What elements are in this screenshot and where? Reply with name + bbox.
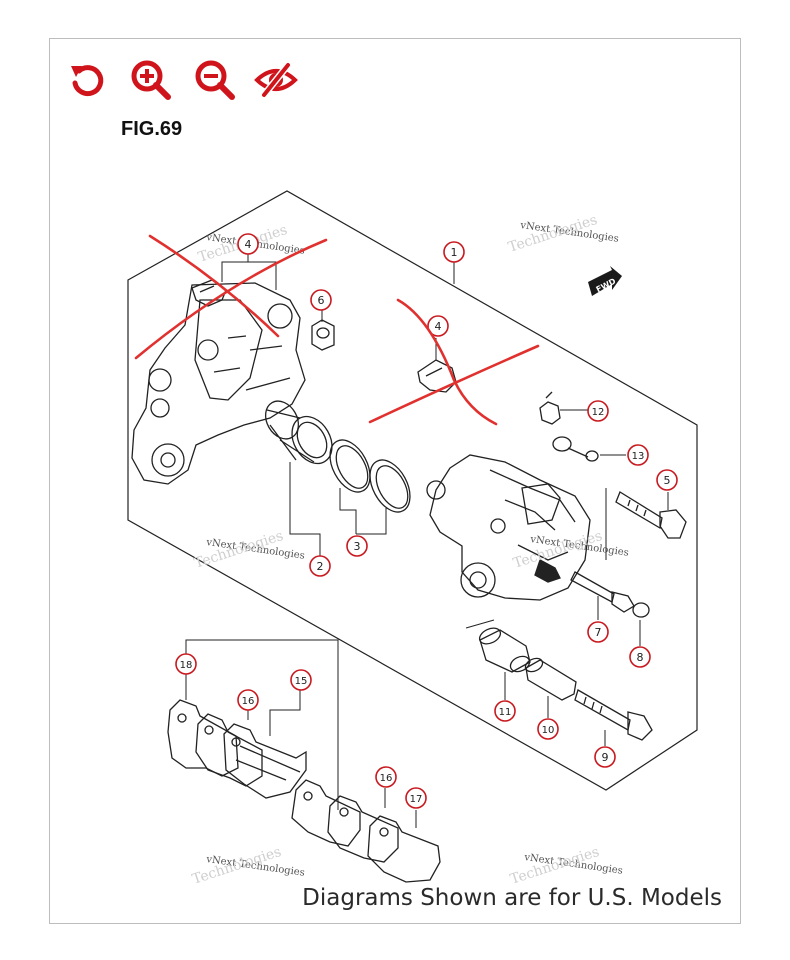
callout-2: 2 [309, 555, 331, 577]
reset-icon [71, 65, 104, 97]
callout-circle [290, 669, 312, 691]
bolt-upper [615, 491, 687, 539]
slide-pin-upper [570, 571, 635, 613]
toggle-visibility-button[interactable] [254, 58, 298, 102]
callout-circle [594, 746, 616, 768]
bleeder-cap [552, 436, 599, 462]
callout-circle [237, 689, 259, 711]
callout-9: 9 [594, 746, 616, 768]
brake-pad-lower [291, 779, 441, 883]
callout-circle [656, 469, 678, 491]
callout-4: 4 [427, 315, 449, 337]
seal-rings [329, 439, 411, 513]
callout-18: 18 [175, 653, 197, 675]
callout-circle [237, 233, 259, 255]
callout-number: 4 [245, 238, 252, 251]
pin-sleeve [524, 657, 577, 701]
callout-5: 5 [656, 469, 678, 491]
figure-caption: Diagrams Shown are for U.S. Models [302, 885, 722, 911]
figure-title: FIG.69 [121, 118, 183, 140]
callout-number: 17 [410, 794, 423, 805]
callout-number: 3 [354, 540, 361, 553]
callout-number: 8 [637, 651, 644, 664]
callout-circle [427, 315, 449, 337]
callout-3: 3 [346, 535, 368, 557]
callout-number: 5 [664, 474, 671, 487]
reset-view-button[interactable] [66, 58, 110, 102]
callout-circle [627, 444, 649, 466]
pad-shim [167, 699, 239, 777]
callout-circle [587, 621, 609, 643]
assembly-outline [127, 190, 698, 791]
callout-11: 11 [494, 700, 516, 722]
callout-number: 7 [595, 626, 602, 639]
watermarks: vNext Technologies Technologies vNext Te… [190, 212, 629, 888]
callout-number: 9 [602, 751, 609, 764]
zoom-out-button[interactable] [193, 58, 237, 102]
callout-number: 2 [317, 560, 324, 573]
callout-4: 4 [237, 233, 259, 255]
callout-16: 16 [237, 689, 259, 711]
callout-circle [309, 555, 331, 577]
pin-boot [478, 627, 531, 673]
callout-number: 16 [380, 773, 393, 784]
callout-circle [587, 400, 609, 422]
callout-circle [310, 289, 332, 311]
callout-16: 16 [375, 766, 397, 788]
callout-number: 12 [592, 407, 605, 418]
nut [311, 319, 335, 351]
callout-8: 8 [629, 646, 651, 668]
bolt-lower [574, 689, 653, 741]
caliper-body [426, 454, 591, 601]
fwd-arrow: FWD [588, 266, 622, 296]
callout-circle [494, 700, 516, 722]
markup-cross-left [134, 234, 328, 360]
callout-number: 16 [242, 696, 255, 707]
callout-6: 6 [310, 289, 332, 311]
hide-icon [254, 62, 298, 98]
callout-number: 13 [632, 451, 645, 462]
callout-10: 10 [537, 718, 559, 740]
callout-12: 12 [587, 400, 609, 422]
pad-spring-right [417, 359, 457, 393]
markup-cross-right [368, 298, 540, 426]
callout-number: 11 [499, 707, 512, 718]
callout-13: 13 [627, 444, 649, 466]
callout-number: 6 [318, 294, 325, 307]
callout-15: 15 [290, 669, 312, 691]
callout-number: 1 [451, 246, 458, 259]
pin-cap [632, 602, 650, 618]
piston [264, 400, 333, 465]
callout-circle [405, 787, 427, 809]
callout-circle [443, 241, 465, 263]
callout-number: 4 [435, 320, 442, 333]
callout-1: 1 [443, 241, 465, 263]
brake-pad-upper-insulator [195, 713, 263, 787]
callout-circle [629, 646, 651, 668]
brake-pad-upper [223, 723, 307, 799]
callout-7: 7 [587, 621, 609, 643]
callout-circle [175, 653, 197, 675]
callout-circle [537, 718, 559, 740]
caliper-bracket [131, 282, 306, 485]
zoom-in-button[interactable] [129, 58, 173, 102]
callout-number: 15 [295, 676, 308, 687]
callout-17: 17 [405, 787, 427, 809]
callout-number: 18 [180, 660, 193, 671]
zoom-out-icon [195, 60, 235, 100]
callout-number: 10 [542, 725, 555, 736]
zoom-in-icon [131, 60, 171, 100]
bleeder-valve [539, 391, 561, 425]
callout-circle [375, 766, 397, 788]
callout-circle [346, 535, 368, 557]
